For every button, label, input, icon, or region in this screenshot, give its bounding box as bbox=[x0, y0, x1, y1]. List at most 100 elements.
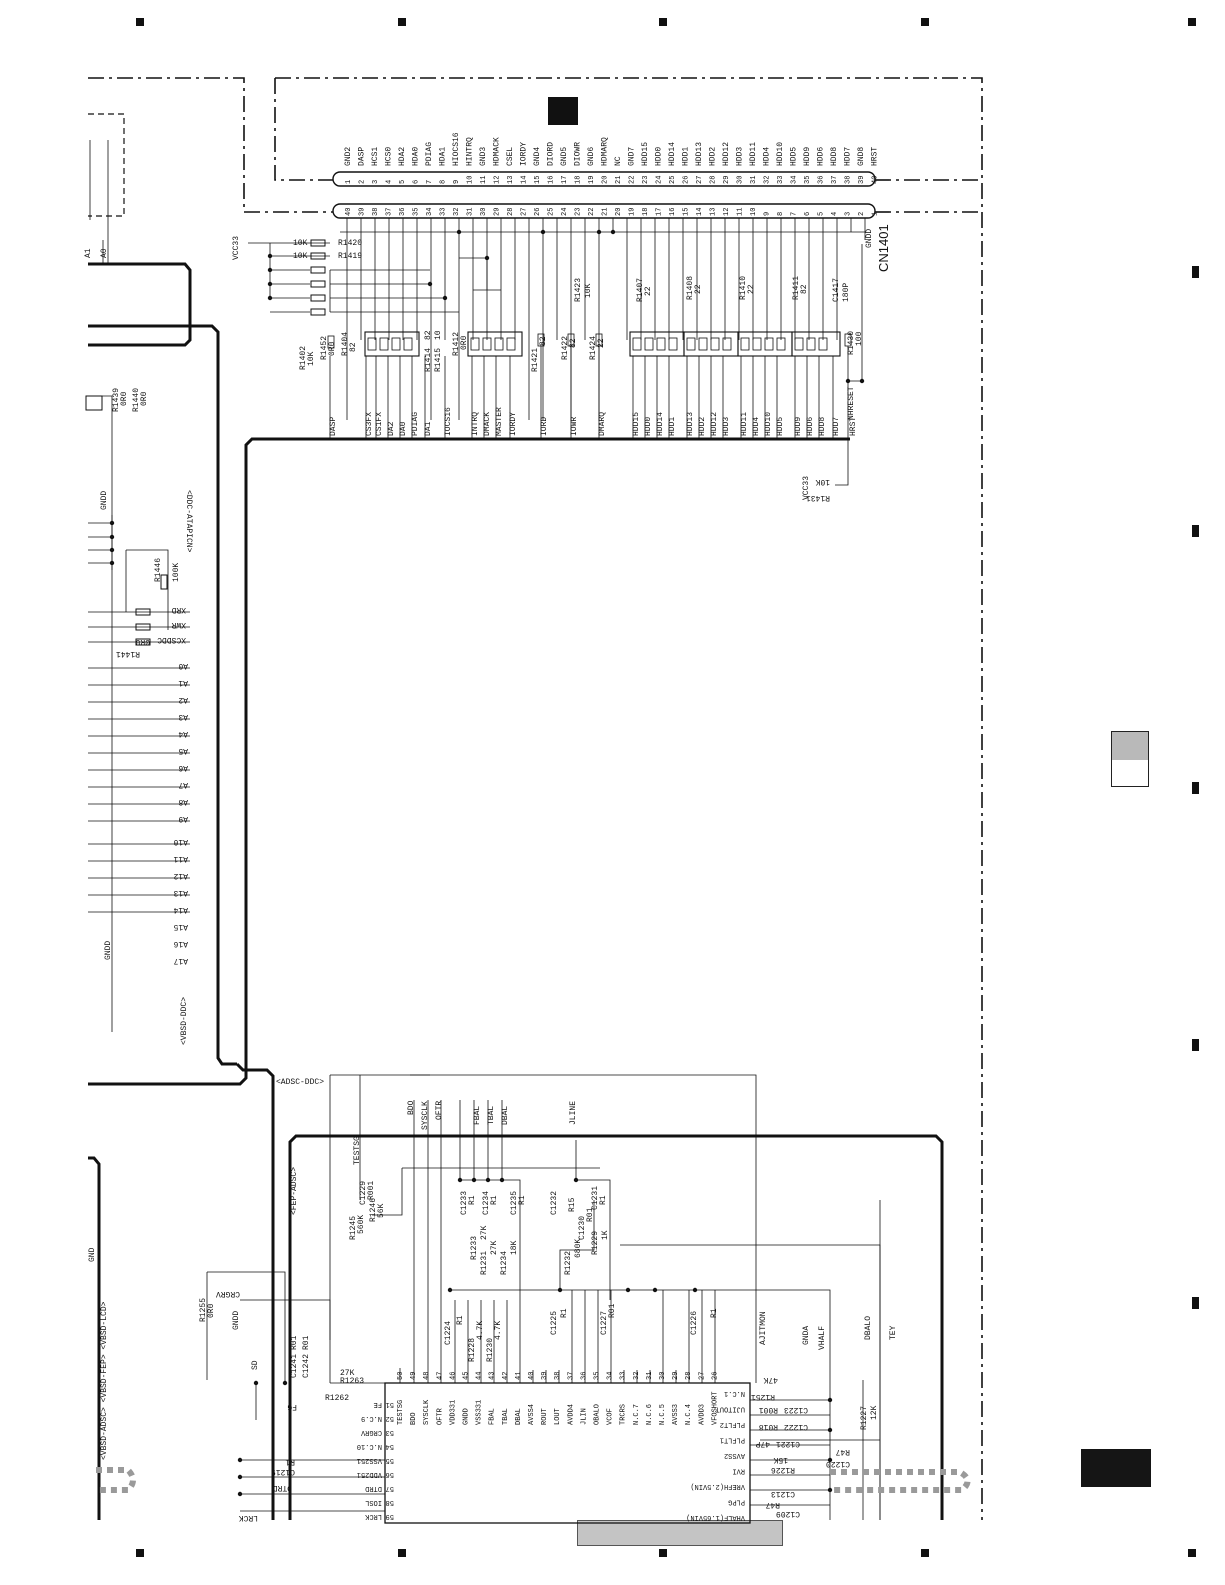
adsc-pin-name: OFTR bbox=[436, 1407, 444, 1425]
left-address-labels: A0A1A2A3A4A5A6A7A8A9A10A11A12A13A14A15A1… bbox=[173, 661, 188, 965]
adsc-left-pin-number: 59 bbox=[386, 1512, 394, 1520]
c1229-ref: C1229 bbox=[359, 1181, 368, 1205]
adsc-right-pin-name: VREFH(2.5VIN) bbox=[690, 1482, 745, 1490]
r1407-ref: R1407 bbox=[636, 278, 645, 302]
connector-pin-name: HDA0 bbox=[412, 147, 421, 166]
connector-pin-name: HCS1 bbox=[371, 147, 380, 166]
connector-bottom-pin-number: 13 bbox=[710, 208, 718, 216]
connector-top-pin-number: 33 bbox=[777, 176, 785, 184]
connector-pin-name: HDD9 bbox=[803, 147, 812, 166]
connector-bottom-pin-number: 11 bbox=[737, 208, 745, 216]
r1404-value: 82 bbox=[349, 342, 358, 352]
r1227-value: 12K bbox=[870, 1405, 879, 1420]
adsc-pin-name: VDD331 bbox=[449, 1400, 457, 1425]
adsc-pin-number: 47 bbox=[436, 1372, 444, 1380]
signal-drops bbox=[329, 244, 863, 486]
adsc-left-pin-name: N.C.9 bbox=[361, 1414, 382, 1422]
address-net-label: A15 bbox=[173, 922, 188, 931]
adsc-right-pin-name: UJITOUT bbox=[716, 1405, 745, 1413]
address-net-label: A7 bbox=[178, 780, 188, 789]
connector-bottom-pin-number: 10 bbox=[750, 208, 758, 216]
adsc-pin-name: TBAL bbox=[502, 1408, 510, 1425]
address-resistors bbox=[85, 395, 168, 646]
ata-signal-label: HDD11 bbox=[740, 412, 749, 436]
adsc-pin-name: AVSS4 bbox=[528, 1404, 536, 1425]
adsc-pin-number: 38 bbox=[554, 1372, 562, 1380]
address-net-label: A5 bbox=[178, 746, 188, 755]
connector-top-pin-number: 38 bbox=[845, 176, 853, 184]
connector-top-pin-number: 23 bbox=[642, 176, 650, 184]
c1233-ref: C1233 bbox=[460, 1191, 469, 1215]
c1222-ref: C1222 bbox=[784, 1422, 808, 1431]
r1415-ref: R1415 bbox=[434, 348, 443, 372]
xrd-label: XRD bbox=[171, 605, 186, 614]
c1417-ref: C1417 bbox=[832, 278, 841, 302]
r1412-ref: R1412 bbox=[452, 332, 461, 356]
connector-pin-name: HDD5 bbox=[790, 147, 799, 166]
r1419-ref: R1419 bbox=[338, 252, 362, 261]
address-net-label: A2 bbox=[178, 695, 188, 704]
connector-bottom-pin-number: 37 bbox=[386, 208, 394, 216]
page-tab bbox=[1081, 1449, 1151, 1487]
connector-top-pin-number: 22 bbox=[629, 176, 637, 184]
connector-pin-name: HDD15 bbox=[641, 142, 650, 166]
left-sub-outline bbox=[88, 113, 125, 217]
adsc-pin-name: LOUT bbox=[554, 1408, 562, 1425]
dtrd-label: DTRD bbox=[273, 1483, 292, 1492]
r1402-value: 10K bbox=[307, 351, 316, 366]
connector-top-pin-number: 34 bbox=[791, 176, 799, 184]
connector-bottom-pin-number: 21 bbox=[602, 208, 610, 216]
connector-top-pin-number: 27 bbox=[696, 176, 704, 184]
r1404-ref: R1404 bbox=[341, 332, 350, 356]
resistor-array-packs bbox=[364, 331, 841, 357]
connector-bottom-pin-number: 15 bbox=[683, 208, 691, 216]
adsc-pin-number: 41 bbox=[515, 1372, 523, 1380]
connector-pin-name: GND2 bbox=[344, 147, 353, 166]
adsc-right-pin-name: AVSS2 bbox=[724, 1451, 745, 1459]
connector-bottom-pin-number: 23 bbox=[575, 208, 583, 216]
connector-pin-name: GND8 bbox=[857, 147, 866, 166]
r1430-ref: R1430 bbox=[847, 331, 856, 355]
connector-top-pin-number: 10 bbox=[467, 176, 475, 184]
adsc-signal-labels: TESTSG BDO SYSCLK OFTR FBAL TBAL DBAL JL… bbox=[216, 1100, 898, 1522]
bus-line-adsc-ddc bbox=[235, 1062, 275, 1520]
connector-pin-name: GND5 bbox=[560, 147, 569, 166]
ata-signal-label: IORD bbox=[540, 417, 549, 436]
registration-mark bbox=[1192, 1297, 1199, 1309]
connector-pin-name: HDD11 bbox=[749, 142, 758, 166]
connector-top-row bbox=[332, 171, 876, 187]
c1209-value: R47 bbox=[765, 1500, 780, 1509]
ata-signal-label: HDD3 bbox=[722, 417, 731, 436]
address-net-label: A12 bbox=[173, 871, 188, 880]
r1229-ref: R1229 bbox=[591, 1231, 600, 1255]
ata-signal-label: INTRQ bbox=[471, 412, 480, 436]
c1223-ref: C1223 bbox=[784, 1405, 808, 1414]
r1424-value: 22 bbox=[597, 338, 606, 348]
r1408-value: 22 bbox=[694, 284, 703, 294]
connector-bottom-pin-number: 3 bbox=[845, 212, 853, 216]
adsc-left-pin-name: FE bbox=[374, 1400, 382, 1408]
r1408-ref: R1408 bbox=[686, 276, 695, 300]
adsc-pin-number: 29 bbox=[672, 1372, 680, 1380]
adsc-pin-number: 48 bbox=[423, 1372, 431, 1380]
connector-bottom-pin-number: 28 bbox=[507, 208, 515, 216]
c1220-ref: C1220 bbox=[826, 1459, 850, 1468]
ata-signal-label: HDD7 bbox=[832, 417, 841, 436]
c1235-ref: C1235 bbox=[510, 1191, 519, 1215]
c1241-ref: C1241 bbox=[290, 1354, 299, 1378]
connector-bottom-pin-number: 38 bbox=[372, 208, 380, 216]
connector-bottom-pin-number: 18 bbox=[642, 208, 650, 216]
r1452-ref: R1452 bbox=[320, 336, 329, 360]
connector-top-pin-number: 24 bbox=[656, 176, 664, 184]
registration-mark bbox=[1192, 266, 1199, 278]
ata-signal-label: IORDY bbox=[509, 412, 518, 436]
adsc-pin-name: VSS331 bbox=[476, 1400, 484, 1425]
r1431-ref: R1431 bbox=[806, 493, 830, 502]
tey-label: TEY bbox=[889, 1325, 898, 1340]
testsg-label: TESTSG bbox=[353, 1136, 362, 1165]
r1424-ref: R1424 bbox=[589, 336, 598, 360]
adsc-pin-number: 28 bbox=[685, 1372, 693, 1380]
c1234-value: R1 bbox=[490, 1195, 499, 1205]
